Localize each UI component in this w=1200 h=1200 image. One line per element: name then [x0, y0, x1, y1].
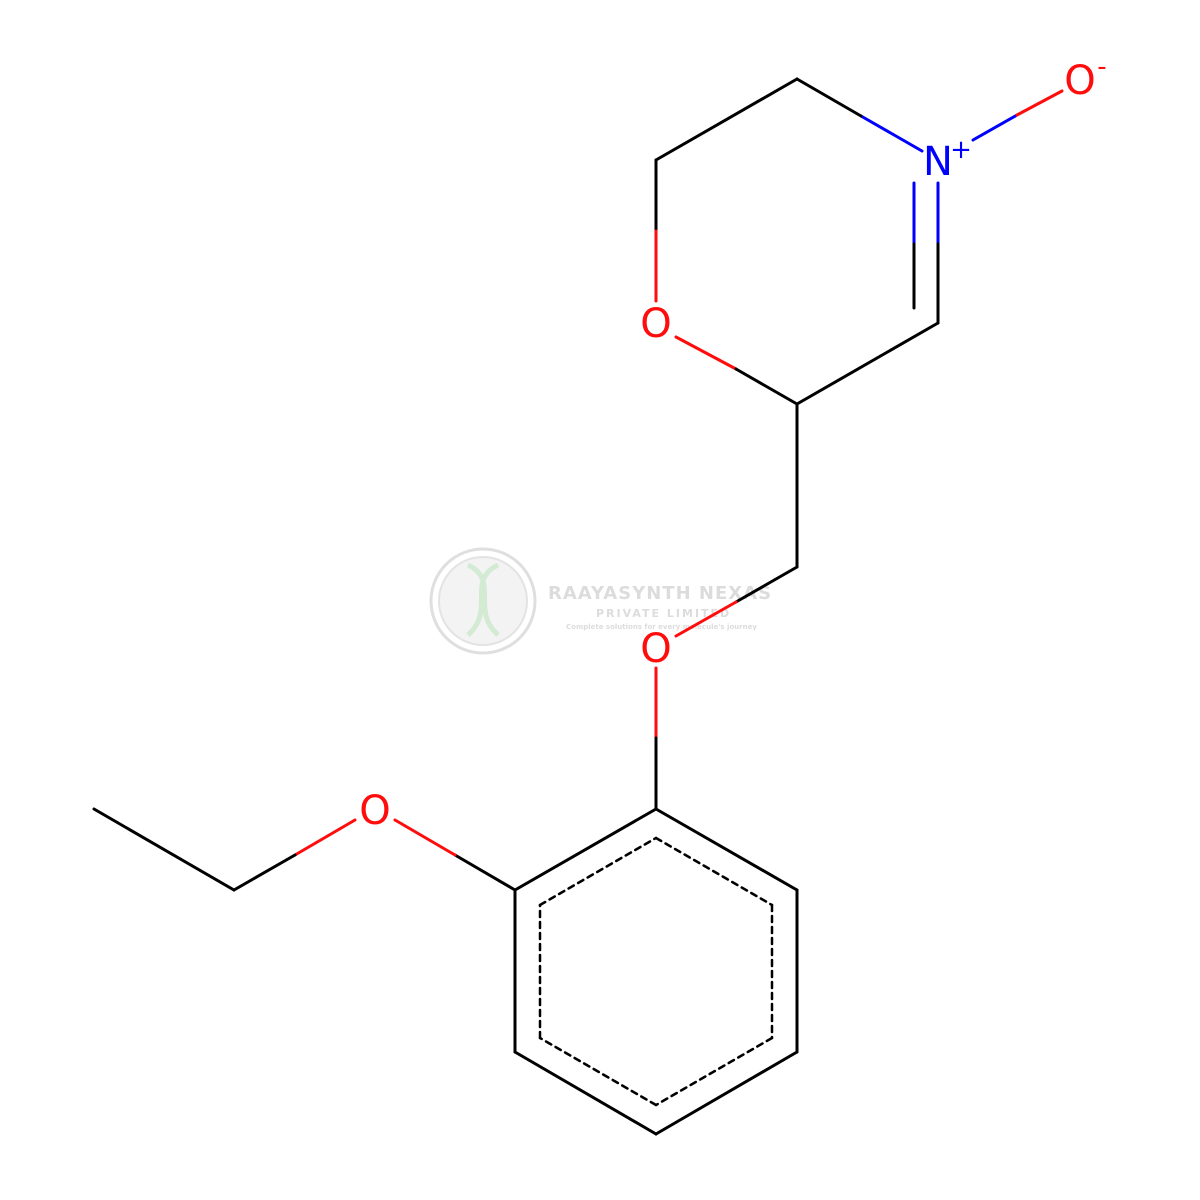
bond-ring-c3-c4: [654, 1050, 799, 1136]
atom-o-oxide: O: [1064, 58, 1095, 104]
atom-n-plus-charge: +: [950, 135, 972, 165]
watermark-logo-ring: [429, 547, 537, 655]
bond-o-ethoxy-ch2-red: [293, 818, 357, 857]
bond-o-ring-c6-red: [674, 335, 738, 371]
bond-ch-c6: [795, 321, 940, 406]
watermark-company: RAAYASYNTH NEXAS: [548, 583, 772, 604]
atom-labels: O - N + O O O: [359, 52, 1106, 834]
bond-n-o-oxide-blue: [971, 113, 1019, 142]
bond-n-o-oxide-red: [1015, 89, 1064, 117]
watermark: RAAYASYNTH NEXAS PRIVATE LIMITED Complet…: [429, 547, 772, 655]
bond-ring-c4-c5: [513, 1050, 658, 1136]
atom-o-ethoxy: O: [359, 788, 390, 834]
bond-o-ring-c6-black: [734, 367, 799, 406]
atom-n-plus: N: [923, 139, 953, 185]
watermark-helix-icon: [466, 562, 500, 637]
bond-ch2-o-ether-red: [674, 600, 738, 638]
bond-ch2-ch2-a: [795, 77, 863, 118]
bond-o-ethoxy-ch2-black: [232, 853, 297, 892]
bond-n-ch2-blue: [859, 114, 924, 153]
atom-o-ring: O: [640, 301, 671, 347]
bond-ring-c6-c1: [513, 807, 658, 892]
aromatic-inner-ring: [538, 836, 774, 1107]
watermark-subtitle: PRIVATE LIMITED: [596, 607, 731, 620]
bond-ch2-ch3: [92, 807, 236, 892]
bond-c6ar-o-ethoxy-red: [393, 818, 457, 857]
watermark-tagline: Complete solutions for every molecule's …: [566, 623, 757, 631]
bond-ch2-ch2-b: [654, 77, 799, 162]
bond-c6ar-o-ethoxy-black: [453, 853, 517, 892]
bond-ring-c1-c2: [654, 807, 799, 892]
bonds: [92, 77, 1064, 1136]
atom-o-ether: O: [640, 626, 671, 672]
bond-ch2-o-ether-black: [734, 565, 799, 604]
atom-o-oxide-charge: -: [1097, 52, 1106, 82]
